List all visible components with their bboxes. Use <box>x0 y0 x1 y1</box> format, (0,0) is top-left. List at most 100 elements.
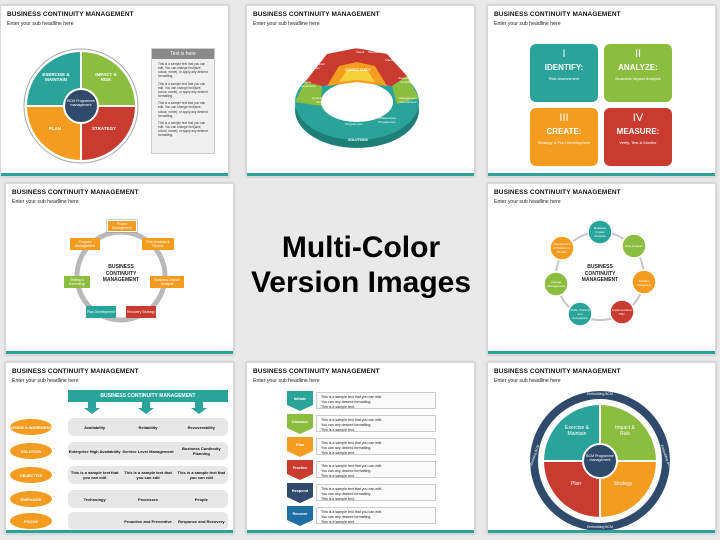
ring-label: CONSULTANCY <box>345 68 371 72</box>
analyze-tile: II ANALYZE: Business Impact Analysis <box>604 44 672 102</box>
slide-subtitle: Enter your sub headline here <box>12 199 79 205</box>
step-text: This is a sample text that you can edit.… <box>316 438 436 455</box>
quadrant-label: Plan <box>570 481 581 487</box>
matrix-cell: This is a sample text that you can edit <box>124 470 172 480</box>
process-step: Plan <box>287 437 313 457</box>
slide-title: BUSINESS CONTINUITY MANAGEMENT <box>12 368 139 375</box>
slide-subtitle: Enter your sub headline here <box>494 199 561 205</box>
step-bullet: This is a sample text that you can edit. <box>321 441 383 445</box>
ring-label: Infrastructure Programmes <box>378 116 396 124</box>
matrix-cell <box>68 512 121 530</box>
matrix-cell: This is a sample text that you can edit <box>177 470 226 480</box>
text-box-bullet: This is a sample text that you can edit.… <box>158 101 208 118</box>
step-bullet: This is a sample text that you can edit. <box>321 464 383 468</box>
embedding-bcm-wheel <box>530 391 670 531</box>
step-text: This is a sample text that you can edit.… <box>316 392 436 409</box>
slide-title: BUSINESS CONTINUITY MANAGEMENT <box>12 189 139 196</box>
step-bullet: This is a sample text that you can edit. <box>321 418 383 422</box>
cycle-node: Program Management <box>70 238 100 250</box>
matrix-row: Proactive and Preventive Response and Re… <box>68 512 228 530</box>
tile-body: Strategy & Plan Development <box>537 140 591 145</box>
multi-color-caption: Multi-Color Version Images <box>248 230 474 301</box>
text-box-bullet: This is a sample text that you can edit.… <box>158 62 208 79</box>
row-label: SOLUTION <box>10 443 52 459</box>
process-step: Respond <box>287 483 313 503</box>
step-bullet: You can any desired formatting. <box>321 422 372 427</box>
quadrant-label: IMPACT & RISK <box>95 72 117 82</box>
quadrant-label: Exercise & Maintain <box>565 425 589 437</box>
ring-label: Risk Assessment & Compliance <box>398 72 418 84</box>
cycle-center-label: BUSINESS CONTINUITY MANAGEMENT <box>102 264 140 283</box>
quadrant-label: Impact & Risk <box>615 425 635 437</box>
slide-thumbnail-9[interactable]: BUSINESS CONTINUITY MANAGEMENT Enter you… <box>487 362 716 534</box>
tile-body: Verify, Test & Monitor <box>619 140 657 145</box>
slide-thumbnail-2[interactable]: BUSINESS CONTINUITY MANAGEMENT Enter you… <box>246 5 475 177</box>
cycle-node-label: Skills, Training and Acceptance <box>570 308 590 320</box>
matrix-cell: Service Level Management <box>122 448 174 454</box>
slide-title: BUSINESS CONTINUITY MANAGEMENT <box>253 368 380 375</box>
cycle-node: Risk Analysis & Review <box>142 238 174 250</box>
ring-label: Policies & Standards <box>368 46 382 54</box>
step-bullet: This is a sample text. <box>321 427 355 432</box>
matrix-row: Enterprise High Availability Service Lev… <box>68 442 228 460</box>
slide-title: BUSINESS CONTINUITY MANAGEMENT <box>494 189 621 196</box>
slide-thumbnail-5[interactable]: BUSINESS CONTINUITY MANAGEMENT Enter you… <box>487 183 716 355</box>
step-text: This is a sample text that you can edit.… <box>316 484 436 501</box>
cycle-node-label: Solution Designing <box>637 279 651 287</box>
bcm-quadrant-wheel <box>23 48 139 164</box>
slide-title: BUSINESS CONTINUITY MANAGEMENT <box>253 11 380 18</box>
row-label: EMPHASIS <box>10 491 52 507</box>
slide-subtitle: Enter your sub headline here <box>494 378 561 384</box>
ring-label: Embedding BCM <box>587 525 613 529</box>
slide-thumbnail-7[interactable]: BUSINESS CONTINUITY MANAGEMENT Enter you… <box>5 362 234 534</box>
quadrant-label: Strategy <box>613 481 633 487</box>
bcm-3d-ring <box>295 48 419 148</box>
matrix-cell: People <box>194 496 208 502</box>
slide-thumbnail-8[interactable]: BUSINESS CONTINUITY MANAGEMENT Enter you… <box>246 362 475 534</box>
step-bullet: This is a sample text that you can edit. <box>321 510 383 514</box>
cycle-node: Business Impact Analysis <box>150 276 184 288</box>
matrix-cell: Technology <box>83 496 106 502</box>
ring-label: Crisis Management <box>385 54 403 62</box>
row-label: VISION & WARENESS <box>10 419 52 435</box>
header-arrows <box>84 402 207 414</box>
slide-title: BUSINESS CONTINUITY MANAGEMENT <box>7 11 134 18</box>
slide-subtitle: Enter your sub headline here <box>7 21 74 27</box>
slide-bottom-bar <box>6 351 233 354</box>
tile-heading: ANALYZE: <box>618 63 658 72</box>
slide-subtitle: Enter your sub headline here <box>253 378 320 384</box>
process-step: Recover <box>287 506 313 526</box>
text-box: Text is here This is a sample text that … <box>151 48 215 154</box>
ring-label: Management Commitment <box>399 96 417 104</box>
center-label: BCM Programme management <box>67 99 95 107</box>
identify-tile: I IDENTIFY: Risk Assessment <box>530 44 598 102</box>
slide-subtitle: Enter your sub headline here <box>253 21 320 27</box>
cycle-node-label: Risk Analysis <box>625 244 643 248</box>
matrix-cell: Recoverability <box>187 424 215 430</box>
slide-title: BUSINESS CONTINUITY MANAGEMENT <box>494 368 621 375</box>
slide-bottom-bar <box>488 173 715 176</box>
center-label: BCM Programme management <box>586 454 614 462</box>
text-box-bullet: This is a sample text that you can edit.… <box>158 120 208 138</box>
slide-title: BUSINESS CONTINUITY MANAGEMENT <box>494 11 621 18</box>
cycle-node: Recovery Strategy <box>126 306 156 318</box>
ring-label: Business Impact Analysis <box>303 62 326 70</box>
ring-label: Embedding BCM <box>587 392 613 396</box>
cycle-node: Plan Development <box>86 306 116 318</box>
step-bullet: This is a sample text. <box>321 496 355 501</box>
slide-bottom-bar <box>247 530 474 533</box>
tile-body: Risk Assessment <box>548 76 580 81</box>
slide-thumbnail-4[interactable]: BUSINESS CONTINUITY MANAGEMENT Enter you… <box>5 183 234 355</box>
slide-thumbnail-3[interactable]: BUSINESS CONTINUITY MANAGEMENT Enter you… <box>487 5 716 177</box>
quadrant-label: PLAN <box>48 126 62 131</box>
cycle-center-label: BUSINESS CONTINUITY MANAGEMENT <box>581 264 619 283</box>
tile-heading: CREATE: <box>546 127 582 136</box>
row-label: FOCUS <box>10 513 52 529</box>
ring-label: Health Check <box>355 46 365 54</box>
slide-thumbnail-1[interactable]: BUSINESS CONTINUITY MANAGEMENT Enter you… <box>0 5 229 177</box>
tile-body: Business Impact Analysis <box>615 76 661 81</box>
matrix-header: BUSINESS CONTINUITY MANAGEMENT <box>68 390 228 402</box>
matrix-cell: Enterprise High Availability <box>68 448 121 454</box>
roman-numeral: I <box>562 48 566 60</box>
create-tile: III CREATE: Strategy & Plan Development <box>530 108 598 166</box>
